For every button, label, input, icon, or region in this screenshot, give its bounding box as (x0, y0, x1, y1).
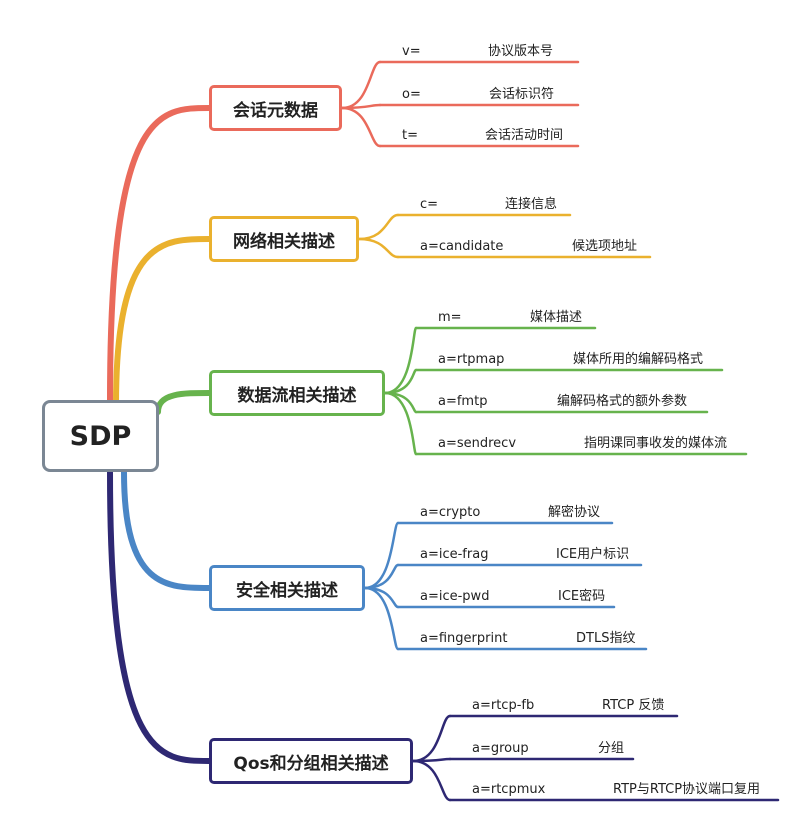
leaf-key-label: a=crypto (420, 505, 481, 520)
branch-leaf-connector (383, 368, 418, 395)
root-branch-connector (107, 105, 212, 403)
root-branch-connector (121, 469, 212, 591)
branch-leaf-connector (357, 213, 400, 241)
leaf-key-label: a=rtcp-fb (472, 698, 535, 713)
leaf-description-label: 分组 (598, 741, 625, 756)
leaf-key-label: o= (402, 87, 421, 102)
leaf-key-label: a=ice-pwd (420, 589, 490, 604)
branch-leaf-connector (411, 759, 452, 802)
branch-leaf-connector (383, 326, 418, 395)
leaf-key-label: a=rtpmap (438, 352, 505, 367)
root-branch-connector (107, 469, 212, 764)
leaf-key-label: v= (402, 44, 421, 59)
branch-leaf-connector (340, 60, 382, 110)
branch-leaf-connector (340, 106, 382, 148)
leaf-description-label: ICE密码 (558, 589, 606, 604)
branch-node-security: 安全相关描述 (209, 565, 365, 611)
branch-node-network: 网络相关描述 (209, 216, 359, 262)
leaf-description-label: 指明课同事收发的媒体流 (584, 436, 728, 451)
leaf-key-label: m= (438, 310, 462, 325)
root-branch-connector (113, 236, 212, 408)
leaf-key-label: a=fingerprint (420, 631, 508, 646)
root-node: SDP (42, 400, 159, 472)
leaf-description-label: 解密协议 (548, 505, 601, 520)
leaf-key-label: a=ice-frag (420, 547, 489, 562)
leaf-description-label: 会话活动时间 (485, 128, 564, 143)
leaf-description-label: RTP与RTCP协议端口复用 (613, 782, 761, 797)
leaf-description-label: ICE用户标识 (556, 547, 630, 562)
branch-node-media-stream: 数据流相关描述 (209, 370, 385, 416)
leaf-key-label: a=rtcpmux (472, 782, 546, 797)
branch-node-qos-grouping: Qos和分组相关描述 (209, 738, 413, 784)
leaf-description-label: 连接信息 (505, 197, 558, 212)
leaf-description-label: RTCP 反馈 (602, 698, 665, 713)
leaf-description-label: DTLS指纹 (576, 631, 636, 646)
leaf-description-label: 编解码格式的额外参数 (557, 394, 688, 409)
leaf-key-label: a=group (472, 741, 529, 756)
leaf-key-label: t= (402, 128, 418, 143)
leaf-description-label: 候选项地址 (572, 239, 638, 254)
branch-leaf-connector (363, 586, 400, 651)
branch-node-session-metadata: 会话元数据 (209, 85, 342, 131)
leaf-description-label: 会话标识符 (489, 87, 555, 102)
leaf-key-label: a=sendrecv (438, 436, 517, 451)
leaf-description-label: 媒体所用的编解码格式 (573, 352, 704, 367)
branch-leaf-connector (383, 391, 418, 456)
leaf-description-label: 媒体描述 (530, 310, 583, 325)
leaf-key-label: a=candidate (420, 239, 504, 254)
root-branch-connector (155, 390, 212, 415)
leaf-description-label: 协议版本号 (488, 44, 554, 59)
leaf-key-label: c= (420, 197, 439, 212)
branch-leaf-connector (411, 714, 452, 763)
branch-leaf-connector (363, 521, 400, 590)
leaf-key-label: a=fmtp (438, 394, 488, 409)
branch-leaf-connector (357, 237, 400, 259)
